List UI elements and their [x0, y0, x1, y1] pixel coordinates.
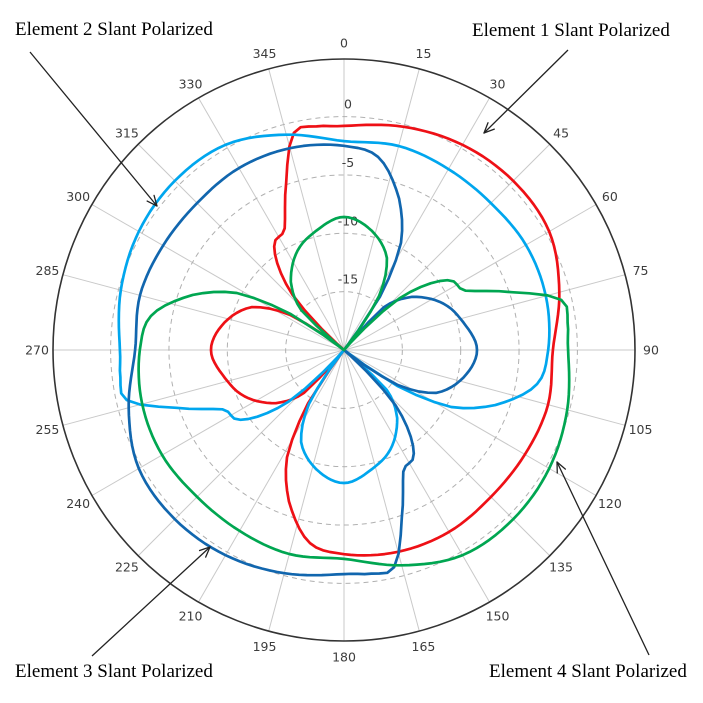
angle-tick-label-120: 120	[598, 496, 622, 511]
angle-tick-label-270: 270	[25, 343, 49, 358]
angle-tick-label-330: 330	[179, 77, 203, 92]
angle-grid-line	[343, 68, 420, 351]
arrowhead	[483, 128, 495, 134]
angle-grid-line	[91, 204, 345, 351]
radial-tick-label--15: -15	[338, 272, 358, 287]
angle-grid-line	[343, 349, 597, 496]
angle-grid-line	[343, 349, 420, 632]
angle-tick-label-90: 90	[643, 343, 659, 358]
angle-grid-line	[91, 349, 345, 496]
radial-tick-label-0: 0	[344, 97, 352, 112]
element-1-curve	[209, 123, 561, 557]
element-annotation-arrow-4	[556, 461, 650, 656]
angle-tick-label-300: 300	[66, 189, 90, 204]
arrowhead	[483, 122, 489, 134]
arrowhead	[153, 194, 158, 207]
arrowhead	[146, 200, 158, 207]
db-ring-0	[110, 116, 578, 584]
element-2-annotation-label: Element 2 Slant Polarized	[15, 19, 213, 40]
angle-tick-label-75: 75	[633, 263, 649, 278]
db-ring--10	[226, 232, 462, 468]
angle-tick-label-135: 135	[549, 560, 573, 575]
element-3-curve	[127, 143, 479, 577]
angle-tick-label-60: 60	[602, 189, 618, 204]
arrowhead	[198, 546, 211, 552]
angle-tick-label-240: 240	[66, 496, 90, 511]
angle-grid-line	[62, 349, 345, 426]
angle-tick-label-225: 225	[115, 560, 139, 575]
element-2-curve	[117, 133, 551, 485]
element-annotation-arrow-3	[91, 546, 211, 657]
angle-tick-label-255: 255	[36, 422, 60, 437]
angle-tick-label-165: 165	[412, 639, 436, 654]
angle-tick-label-0: 0	[340, 36, 348, 51]
element-1-annotation-label: Element 1 Slant Polarized	[472, 20, 670, 41]
angle-tick-label-150: 150	[486, 608, 510, 623]
angle-grid-line	[343, 349, 626, 426]
angle-grid-line	[343, 349, 490, 603]
outer-boundary-circle	[52, 58, 636, 642]
element-4-curve	[137, 215, 571, 567]
element-3-annotation-label: Element 3 Slant Polarized	[15, 661, 213, 682]
angle-grid-line	[268, 349, 345, 632]
angle-tick-label-180: 180	[332, 650, 356, 665]
element-annotation-arrow-2	[29, 51, 158, 207]
arrowhead	[556, 461, 567, 470]
element-4-annotation-label: Element 4 Slant Polarized	[489, 661, 687, 682]
angle-grid-line	[62, 274, 345, 351]
angle-grid-line	[198, 349, 345, 603]
db-ring--15	[285, 291, 403, 409]
angle-tick-label-105: 105	[629, 422, 653, 437]
angle-grid-line	[343, 97, 490, 351]
angle-tick-label-195: 195	[253, 639, 277, 654]
db-ring--5	[168, 174, 520, 526]
angle-grid-line	[198, 97, 345, 351]
radial-tick-label--5: -5	[342, 155, 354, 170]
angle-tick-label-315: 315	[115, 125, 139, 140]
angle-tick-label-15: 15	[416, 46, 432, 61]
angle-tick-label-210: 210	[179, 608, 203, 623]
angle-tick-label-285: 285	[36, 263, 60, 278]
angle-grid-line	[343, 274, 626, 351]
element-annotation-arrow-1	[483, 49, 569, 134]
angle-tick-label-30: 30	[490, 77, 506, 92]
angle-grid-line	[343, 204, 597, 351]
angle-grid-line	[268, 68, 345, 351]
angle-tick-label-45: 45	[553, 125, 569, 140]
angle-tick-label-345: 345	[253, 46, 277, 61]
arrowhead	[205, 546, 211, 558]
